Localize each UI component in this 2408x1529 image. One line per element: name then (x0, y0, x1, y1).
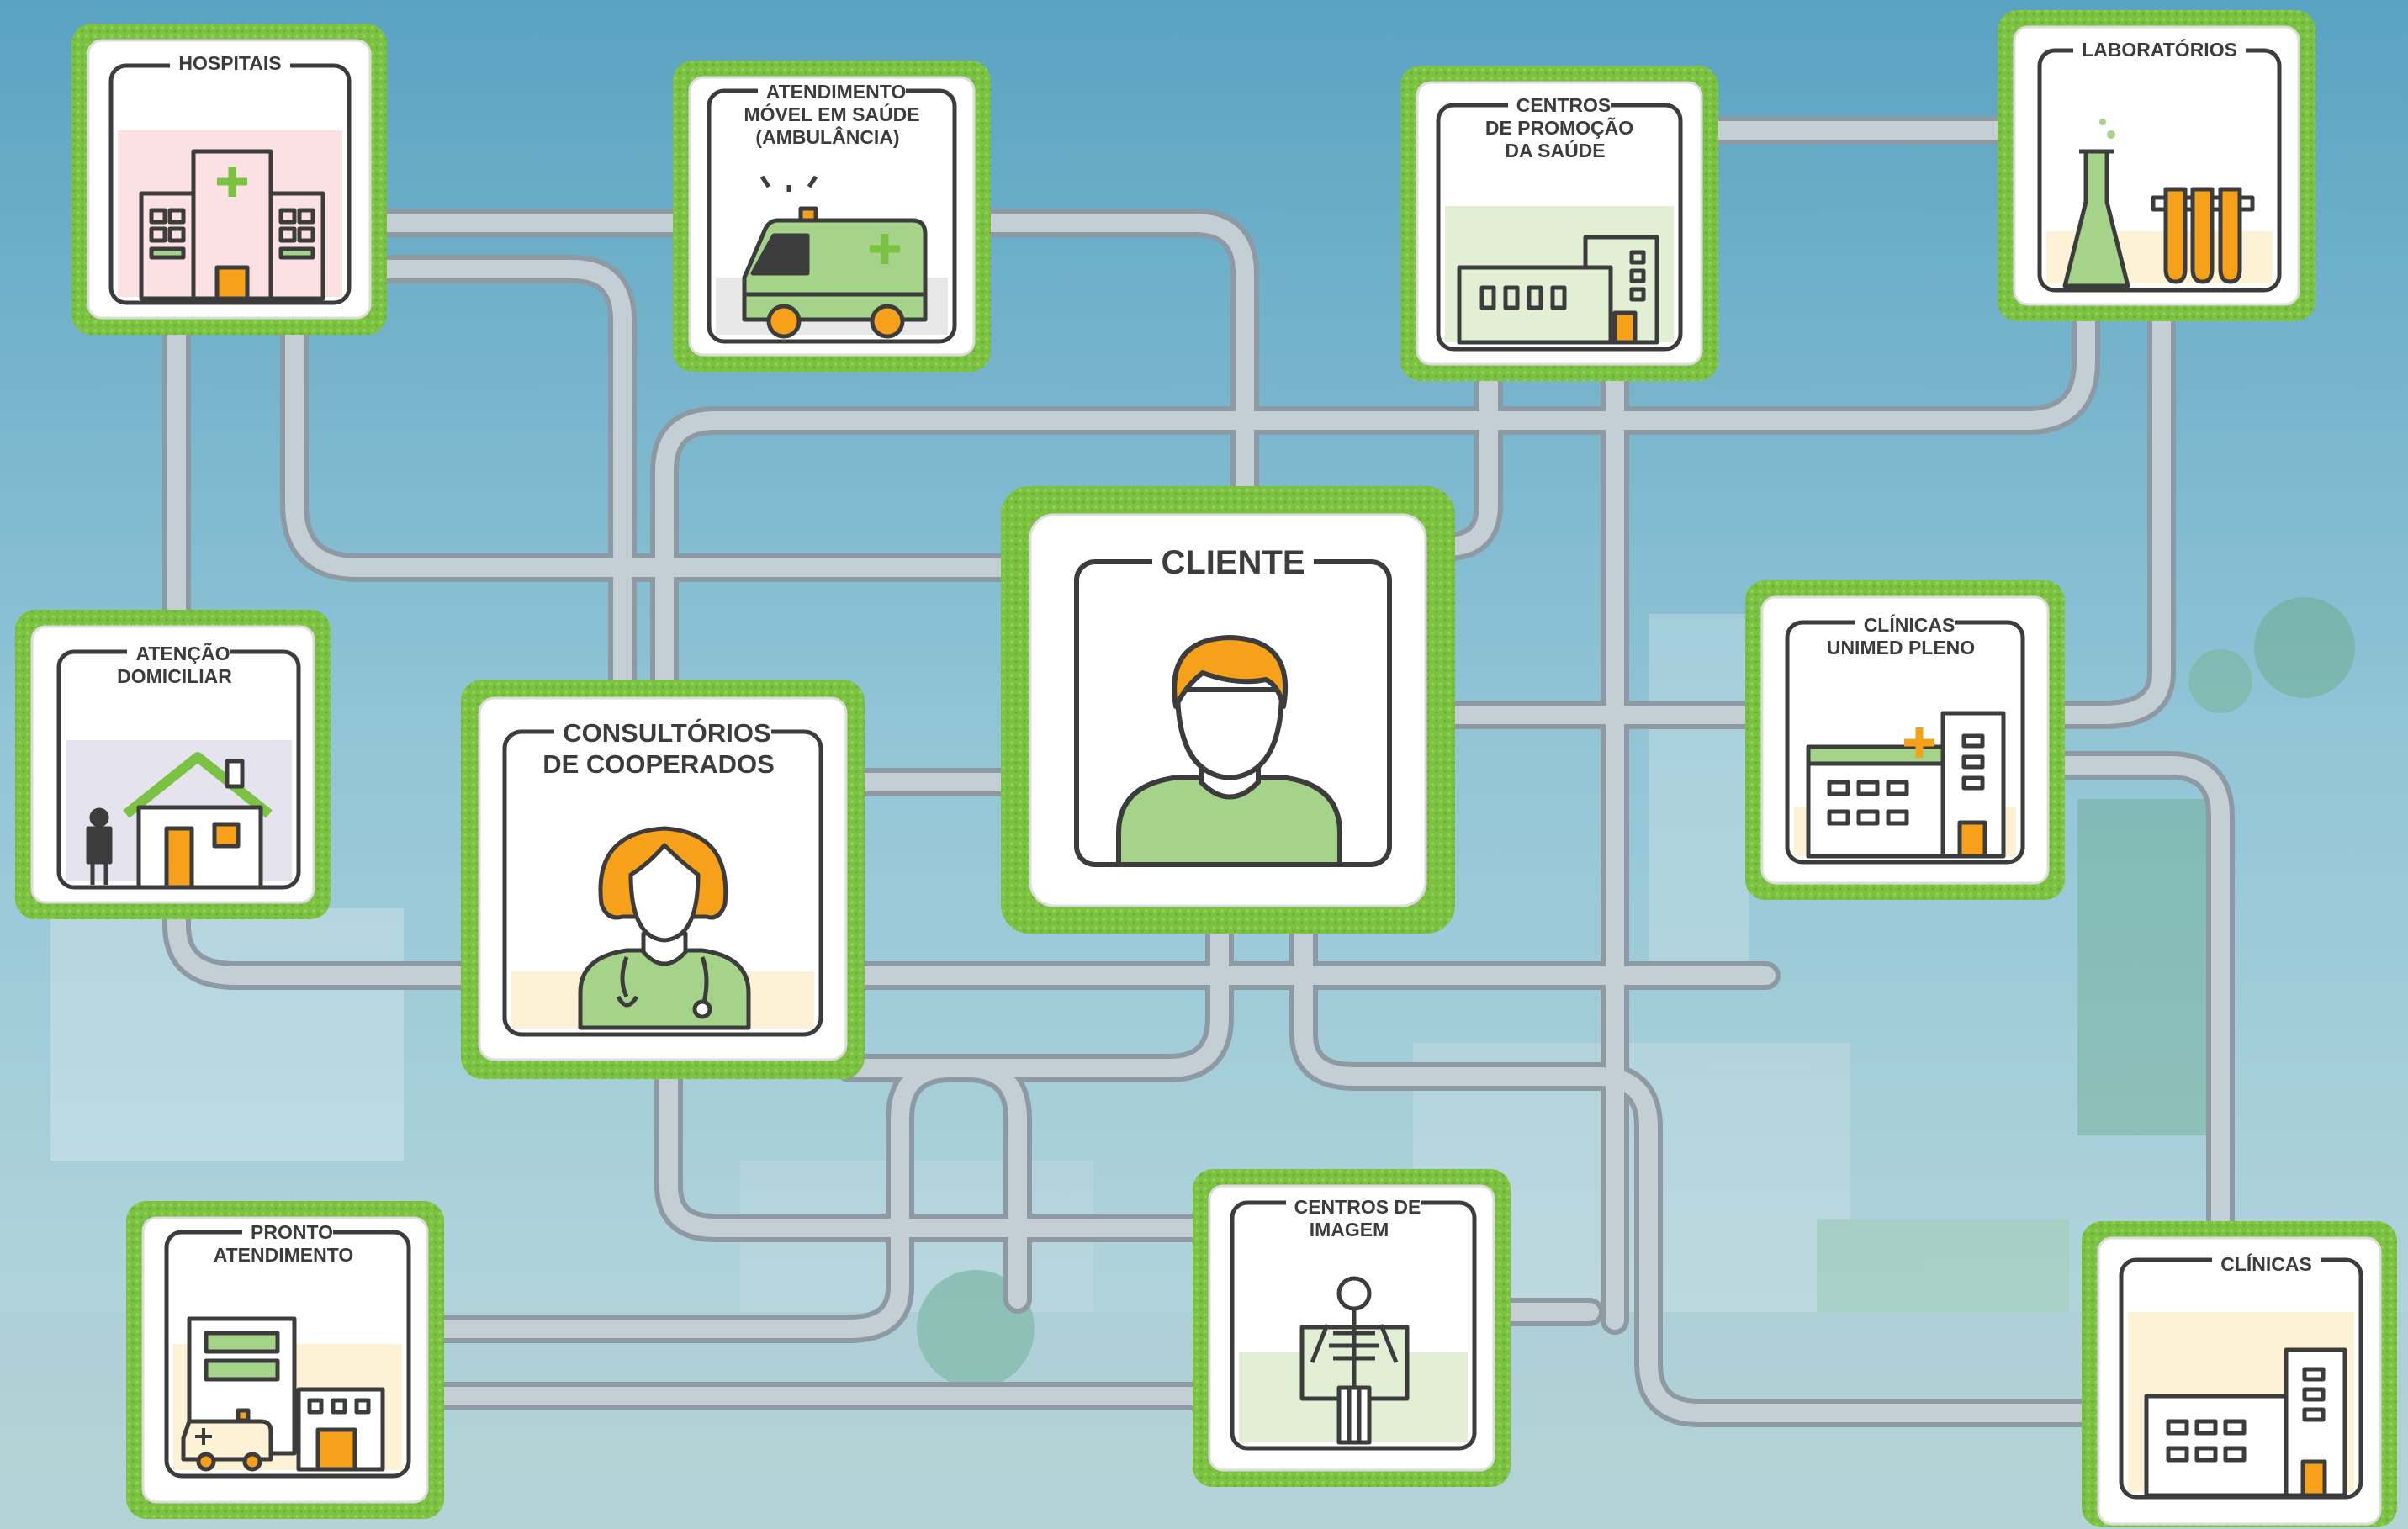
node-consultorios (461, 680, 865, 1079)
node-centros-imagem (1193, 1169, 1511, 1487)
node-cliente (1001, 486, 1455, 934)
doctor-icon (578, 826, 751, 1030)
hospital-icon (139, 149, 325, 301)
lab-flask-icon (2062, 119, 2255, 288)
ambulance-icon (742, 175, 928, 339)
node-atendimento-movel (673, 61, 991, 372)
home-care-icon (86, 752, 273, 890)
node-clinicas-unimed (1745, 580, 2065, 900)
clinic-icon (2144, 1347, 2347, 1498)
emergency-care-icon (181, 1316, 385, 1472)
node-hospitais (71, 24, 387, 335)
node-centros-promocao (1400, 66, 1718, 381)
road-network (162, 116, 2235, 1427)
node-atencao-domiciliar (15, 610, 331, 919)
node-pronto-atendimento (126, 1201, 444, 1519)
node-laboratorios (1998, 10, 2315, 321)
xray-icon (1299, 1276, 1410, 1445)
clinic-building-icon (1806, 711, 2006, 859)
client-person-icon (1116, 635, 1342, 867)
health-center-icon (1457, 235, 1659, 345)
node-clinicas (2082, 1221, 2397, 1527)
